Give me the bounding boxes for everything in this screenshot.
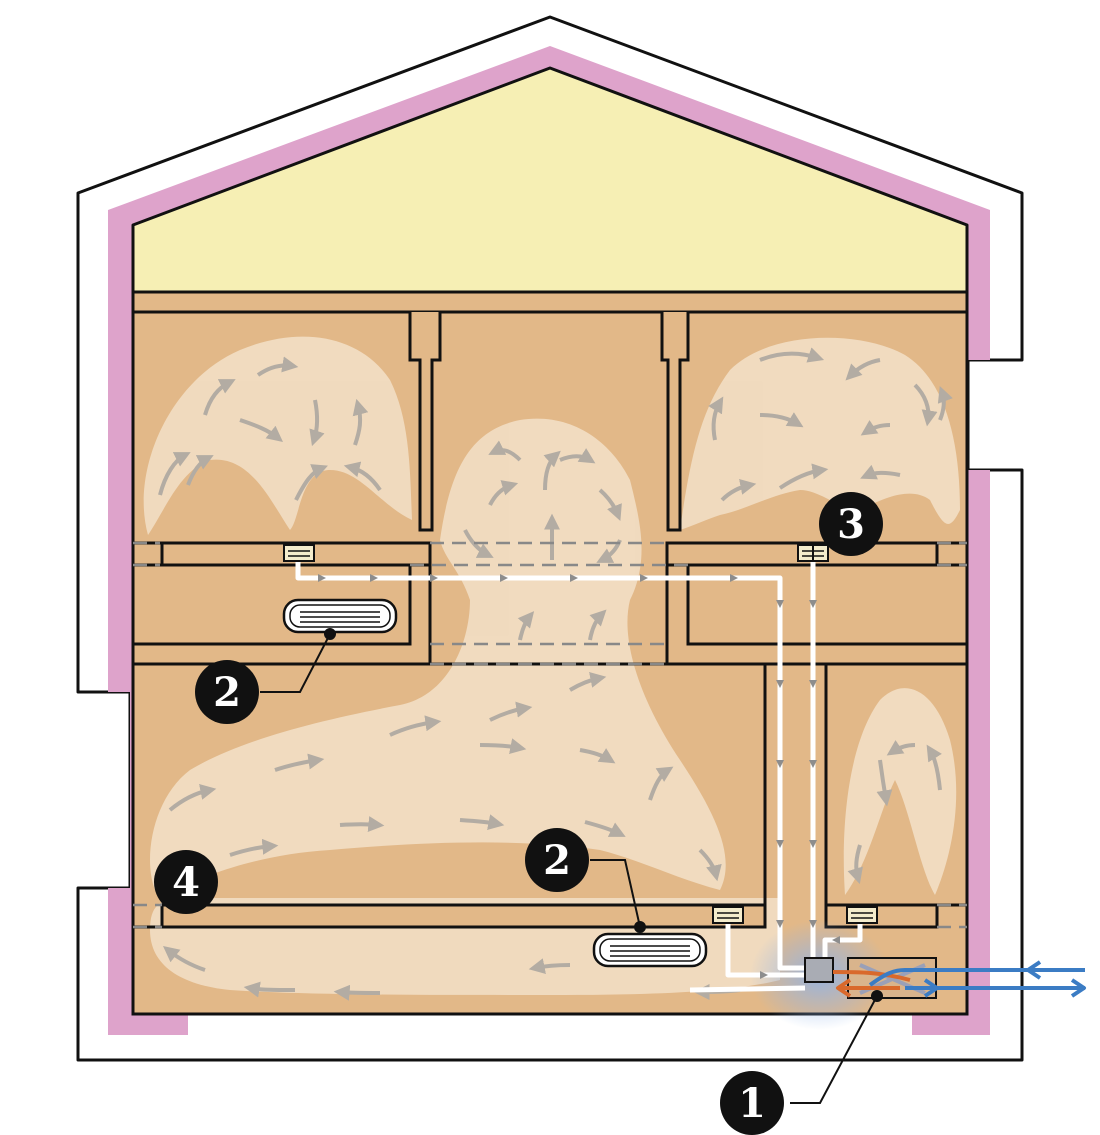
duct-flow-arrows [318, 574, 840, 979]
callout-leaders [260, 545, 883, 1104]
callout-badge [525, 828, 589, 892]
callout-4-lower-floor-level: 4 [154, 850, 218, 914]
callout-number: 1 [738, 1080, 766, 1127]
callout-3-upper-right-ceiling-vent: 3 [819, 492, 883, 556]
attic-space [131, 66, 969, 294]
lower-air-conditioner [592, 932, 708, 968]
callout-number: 2 [543, 837, 571, 884]
heat-exchanger-unit [804, 957, 937, 999]
callout-2-upper-air-conditioner: 2 [195, 660, 259, 724]
callout-number: 2 [213, 669, 241, 716]
partition-right [660, 312, 690, 532]
callout-2-lower-air-conditioner: 2 [525, 828, 589, 892]
callout-badge [195, 660, 259, 724]
fresh-air-arrows [868, 960, 1086, 998]
callout-badge [154, 850, 218, 914]
airflow-arrows [158, 347, 953, 1001]
lower-left-floor-vent [712, 906, 744, 924]
ceiling-vent-icon [283, 544, 315, 562]
lower-right-floor-vent [846, 906, 878, 924]
dashed-floor-lines [133, 541, 967, 929]
warm-air-arrows [832, 970, 911, 998]
callout-layer: 1 2 2 3 4 [154, 492, 883, 1135]
upper-right-room-body [686, 563, 969, 646]
upper-air-conditioner [282, 598, 398, 634]
lower-floor-slab [160, 903, 767, 929]
callout-badge [819, 492, 883, 556]
callout-1-heat-exchanger-unit: 1 [720, 1071, 784, 1135]
callout-badge [720, 1071, 784, 1135]
attic-floor-beam [131, 290, 969, 314]
callout-number: 3 [837, 501, 865, 548]
callout-number: 4 [172, 859, 200, 906]
partition-left [408, 312, 442, 532]
